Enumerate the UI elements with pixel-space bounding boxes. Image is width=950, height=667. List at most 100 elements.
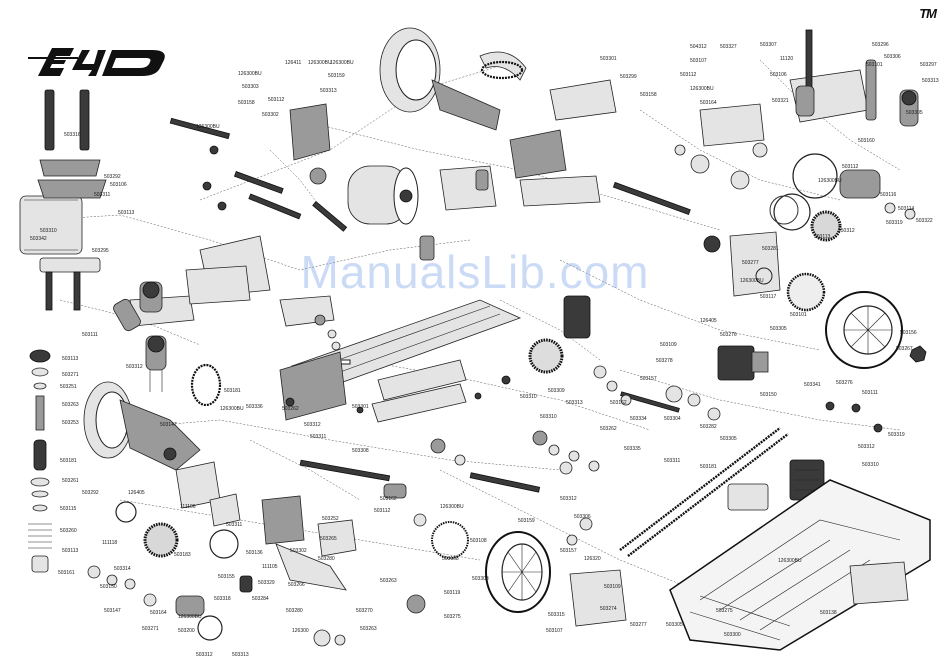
- small-hardware: [87, 142, 916, 647]
- part-number-label: 126405: [700, 318, 717, 324]
- part-number-label: 503162: [610, 400, 627, 406]
- drive-belts: [190, 60, 789, 557]
- part-number-label: 126300BU: [308, 60, 332, 66]
- part-number-label: 503114: [898, 206, 915, 212]
- part-number-label: 503276: [720, 332, 737, 338]
- part-number-label: 503336: [246, 404, 263, 410]
- part-number-label: 503310: [540, 414, 557, 420]
- part-number-label: 503112: [374, 508, 391, 514]
- part-number-label: 503307: [760, 42, 777, 48]
- part-number-label: 503119: [444, 590, 461, 596]
- part-number-label: 503271: [142, 626, 159, 632]
- part-number-label: 503108: [470, 538, 487, 544]
- part-number-label: 503155: [218, 574, 235, 580]
- part-number-label: 503159: [328, 73, 345, 79]
- part-number-label: 503292: [82, 490, 99, 496]
- part-number-label: 503305: [720, 436, 737, 442]
- part-number-label: 503267: [896, 346, 913, 352]
- part-number-label: 503147: [104, 608, 121, 614]
- part-number-label: 503253: [62, 420, 79, 426]
- part-number-label: 503280: [286, 608, 303, 614]
- part-number-label: 503200: [178, 628, 195, 634]
- part-number-label: 503252: [322, 516, 339, 522]
- spring-stack-column: [28, 349, 52, 573]
- part-number-label: 503322: [916, 218, 933, 224]
- part-number-label: 503161: [58, 570, 75, 576]
- part-number-label: 503158: [640, 92, 657, 98]
- part-number-label: 150312: [838, 228, 855, 234]
- part-number-label: 503262: [600, 426, 617, 432]
- rear-suspension-parts: [439, 79, 617, 211]
- part-number-label: 503313: [566, 400, 583, 406]
- front-suspension-parts: [169, 103, 348, 327]
- part-number-label: 503305: [906, 110, 923, 116]
- part-number-label: 503301: [352, 404, 369, 410]
- part-number-label: 126300BU: [220, 406, 244, 412]
- main-chassis-beam: [279, 299, 522, 423]
- part-number-label: 503112: [268, 97, 285, 103]
- part-number-label: 503312: [196, 652, 213, 658]
- part-number-label: 503262: [282, 406, 299, 412]
- part-number-label: 503158: [238, 100, 255, 106]
- part-number-label: 503309: [548, 388, 565, 394]
- part-number-label: 503319: [888, 432, 905, 438]
- part-number-label: 503310: [520, 394, 537, 400]
- part-number-label: 503297: [920, 62, 937, 68]
- part-number-label: 503312: [560, 496, 577, 502]
- part-number-label: 111118: [102, 540, 117, 546]
- part-number-label: 503265: [320, 536, 337, 542]
- part-number-label: 503168: [442, 556, 459, 562]
- part-number-label: 111105: [262, 564, 278, 570]
- part-number-label: 126300BU: [690, 86, 714, 92]
- part-number-label: 503312: [126, 364, 143, 370]
- brake-discs: [115, 195, 799, 641]
- part-number-label: 503311: [310, 434, 327, 440]
- part-number-label: 503329: [258, 580, 275, 586]
- part-number-label: 503138: [820, 610, 837, 616]
- part-number-label: 503263: [360, 626, 377, 632]
- part-number-label: 503275: [444, 614, 461, 620]
- part-number-label: 503304: [664, 416, 681, 422]
- part-number-label: 503327: [720, 44, 737, 50]
- part-number-label: 503156: [900, 330, 917, 336]
- part-number-label: 503342: [30, 236, 47, 242]
- part-number-label: 503314: [114, 566, 131, 572]
- part-number-label: 503162: [380, 496, 397, 502]
- part-number-label: 126300BU: [238, 71, 262, 77]
- part-number-label: 503136: [246, 550, 263, 556]
- part-number-label: 126320: [584, 556, 601, 562]
- part-number-label: 503164: [700, 100, 717, 106]
- part-number-label: 503112: [680, 72, 697, 78]
- part-number-label: 503261: [62, 478, 79, 484]
- part-number-label: 503159: [518, 518, 535, 524]
- part-number-label: 503181: [60, 458, 77, 464]
- part-number-labels: 126300BU503303126300BU503159503112503302…: [30, 42, 939, 658]
- part-number-label: 503313: [320, 88, 337, 94]
- part-number-label: 503113: [814, 234, 831, 240]
- part-number-label: 503305: [666, 622, 683, 628]
- rear-wheel-top: [379, 27, 527, 131]
- part-number-label: 503107: [546, 628, 563, 634]
- part-number-label: 503150: [760, 392, 777, 398]
- part-number-label: 503321: [772, 98, 789, 104]
- part-number-label: 503106: [110, 182, 127, 188]
- part-number-label: 503306: [574, 514, 591, 520]
- part-number-label: 503308: [472, 576, 489, 582]
- part-number-label: 503300: [724, 632, 741, 638]
- part-number-label: 126300BU: [440, 504, 464, 510]
- steering-assembly: [175, 461, 357, 617]
- part-number-label: 126405: [128, 490, 145, 496]
- part-number-label: 503282: [700, 424, 717, 430]
- part-number-label: 503302: [262, 112, 279, 118]
- part-number-label: 126300BU: [196, 124, 220, 130]
- part-number-label: 503115: [60, 506, 77, 512]
- part-number-label: 503181: [700, 464, 717, 470]
- part-number-label: 503295: [92, 248, 109, 254]
- assembly-guide-lines: [39, 59, 901, 601]
- part-number-label: 503296: [872, 42, 889, 48]
- rear-differential-gears: [703, 153, 881, 312]
- part-number-label: 503313: [922, 78, 939, 84]
- part-number-label: 503306: [884, 54, 901, 60]
- part-number-label: 503109: [604, 584, 621, 590]
- part-number-label: 126411: [285, 60, 302, 66]
